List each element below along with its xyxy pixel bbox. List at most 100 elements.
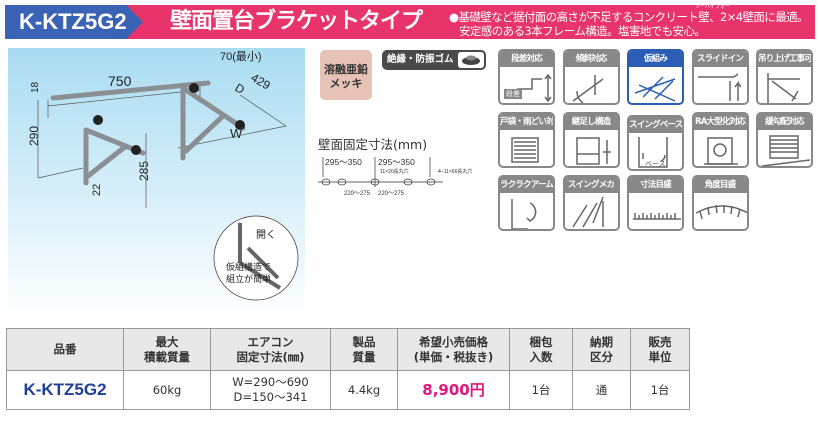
feature-label: 仮組み <box>629 51 682 67</box>
feature-pictogram-icon <box>697 73 742 101</box>
feature-pictogram-icon <box>638 137 668 168</box>
feature-pictogram-icon <box>504 73 552 103</box>
table-header-row: 品番 最大積載質量 エアコン固定寸法(㎜) 製品質量 希望小売価格(単価・税抜き… <box>6 328 690 371</box>
feature-label: RA大型化対応 <box>693 114 747 130</box>
th-text: 固定寸法(㎜) <box>236 349 305 364</box>
feature-label: スライドイン <box>693 51 747 67</box>
feature-icon-13: 寸法目盛 <box>627 175 684 231</box>
inset-open-label: 開く <box>256 229 276 241</box>
feature-icon-14: 角度目盛 <box>691 175 749 231</box>
cell-pack: 1台 <box>509 370 573 410</box>
cell-max-load: 60kg <box>123 370 211 410</box>
th-text: 梱包 <box>529 334 553 349</box>
feature-icon-1: 段差対応段差 <box>498 49 555 105</box>
th-delivery: 納期区分 <box>572 328 631 371</box>
feature-label: ラクラクアーム <box>500 177 553 193</box>
product-title: 壁面置台ブラケットタイプ <box>170 9 423 34</box>
inset-note-1: 仮組構造で <box>226 261 271 272</box>
dim-429: 429 <box>249 70 274 92</box>
cell-model: K-KTZ5G2 <box>6 370 124 410</box>
model-title: K-KTZ5G2 <box>5 5 143 39</box>
feature-icon-2: 傾斜対応 <box>562 49 620 105</box>
feature-label: 戸袋・雨どい対応 <box>500 114 553 130</box>
feature-icon-12: スイングメカ <box>562 175 620 231</box>
feature-pictogram-icon <box>572 75 603 103</box>
th-text: (単価・税抜き) <box>413 349 494 364</box>
fix-d: D=150～341 <box>233 390 308 404</box>
rubber-pad-icon <box>458 52 484 68</box>
feature-label: 傾斜対応 <box>564 51 618 67</box>
wall-fix-title: 壁面固定寸法(mm) <box>318 137 428 152</box>
feature-pictogram-icon <box>761 135 811 166</box>
dim-285: 285 <box>137 161 151 181</box>
coating-line-1: 溶融亜鉛 <box>324 63 368 76</box>
th-weight: 製品質量 <box>330 328 398 371</box>
feature-label: 角度目盛 <box>693 177 747 193</box>
feature-label: 吊り上げ工事可能 <box>758 51 811 67</box>
coating-badge: 溶融亜鉛メッキ <box>320 50 372 100</box>
th-text: 最大 <box>155 334 179 349</box>
desc-line-1: ●基礎壁など据付面の高さが不足するコンクリート壁、2×4壁面に最適。 <box>449 10 809 24</box>
inner-2: 220～275 <box>378 191 405 197</box>
holes-label: 4−11×66長丸穴 <box>438 168 472 175</box>
feature-icon-4: スライドイン <box>691 49 749 105</box>
cell-delivery: 通 <box>572 370 631 410</box>
spec-table: 品番 最大積載質量 エアコン固定寸法(㎜) 製品質量 希望小売価格(単価・税抜き… <box>6 328 690 410</box>
th-max-load: 最大積載質量 <box>123 328 211 371</box>
rubber-badge: 絶縁・防振ゴム <box>382 50 486 70</box>
th-text: 製品 <box>352 334 376 349</box>
fix-w: W=290～690 <box>232 375 309 389</box>
feature-pictogram-icon <box>575 137 611 165</box>
inner-1: 220～275 <box>344 191 371 197</box>
product-description: ●基礎壁など据付面の高さが不足するコンクリート壁、2×4壁面に最適。 安定感のあ… <box>449 10 809 38</box>
th-text: 単位 <box>648 349 672 364</box>
dim-min: 70(最小) <box>220 50 262 63</box>
wall-fix-diagram: 295～350 295～350 11×20長丸穴 4−11×66長丸穴 220～… <box>318 153 490 203</box>
ruby-text: ツーバイフォー <box>695 4 730 10</box>
th-text: エアコン <box>247 334 294 349</box>
feature-pictogram-icon <box>634 76 676 102</box>
th-model: 品番 <box>6 328 124 371</box>
feature-label: 緩勾配対応 <box>758 114 811 130</box>
cell-unit: 1台 <box>630 370 690 410</box>
feature-label: 継足し構造 <box>564 114 618 130</box>
slot-label: 11×20長丸穴 <box>380 168 409 175</box>
feature-icon-9: RA大型化対応 <box>691 112 749 168</box>
step-label: 段差 <box>504 89 522 99</box>
dim-d: D <box>233 80 248 97</box>
feature-pictogram-icon <box>511 199 537 229</box>
product-photo: 750 70(最小) 429 D W 18 290 285 22 開く 仮組構造… <box>8 48 305 316</box>
th-text: 区分 <box>590 349 613 364</box>
span-1: 295～350 <box>325 157 362 167</box>
header-banner: K-KTZ5G2 壁面置台ブラケットタイプ ツーバイフォー ●基礎壁など据付面の… <box>5 4 815 39</box>
th-text: 品番 <box>53 342 77 356</box>
cell-weight: 4.4kg <box>330 370 398 410</box>
th-text: 販売 <box>648 334 672 349</box>
base-label: ベース <box>645 160 666 168</box>
feature-label: スイングメカ <box>564 177 618 193</box>
feature-pictogram-icon <box>695 204 747 220</box>
feature-pictogram-icon <box>633 213 681 220</box>
dim-750: 750 <box>108 73 132 89</box>
desc-line-2: 安定感のある3本フレーム構造。塩害地でも安心。 <box>459 24 706 38</box>
th-text: 質量 <box>352 349 376 364</box>
feature-icon-8: スイングベースベース <box>627 115 684 171</box>
feature-label: スイングベース <box>629 117 682 133</box>
feature-icon-5: 吊り上げ工事可能 <box>756 49 813 105</box>
feature-icon-6: 戸袋・雨どい対応 <box>498 112 555 168</box>
feature-icon-10: 緩勾配対応 <box>756 112 813 168</box>
th-text: 希望小売価格 <box>419 334 488 349</box>
th-price: 希望小売価格(単価・税抜き) <box>397 328 510 371</box>
feature-pictogram-icon <box>767 73 800 103</box>
th-text: 入数 <box>529 349 553 364</box>
dim-22: 22 <box>91 184 103 196</box>
feature-icon-3: 仮組み <box>627 49 684 105</box>
inset-note-2: 組立が簡単 <box>226 273 271 284</box>
feature-icon-11: ラクラクアーム <box>498 175 555 231</box>
rubber-label: 絶縁・防振ゴム <box>387 54 454 65</box>
span-2: 295～350 <box>378 157 415 167</box>
dim-18: 18 <box>30 81 41 93</box>
feature-icon-7: 継足し構造 <box>562 112 620 168</box>
